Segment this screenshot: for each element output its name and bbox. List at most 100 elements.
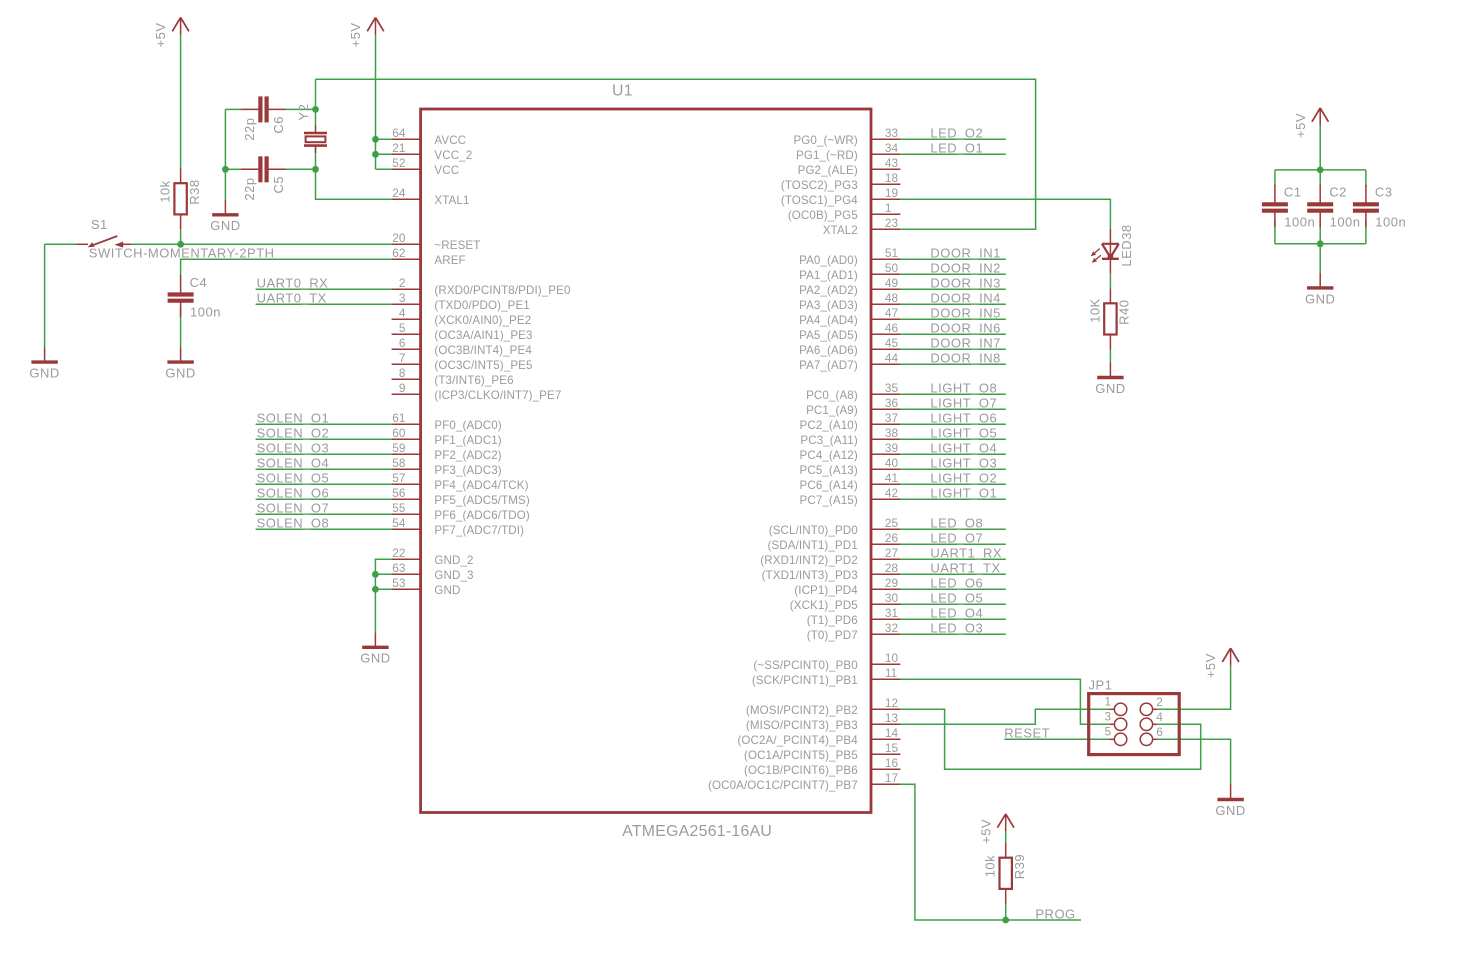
svg-text:41: 41	[885, 471, 898, 485]
svg-text:PA1_(AD1): PA1_(AD1)	[799, 269, 858, 282]
svg-text:(ICP1)_PD4: (ICP1)_PD4	[794, 584, 858, 597]
svg-text:(OC0A/OC1C/PCINT7)_PB7: (OC0A/OC1C/PCINT7)_PB7	[708, 779, 858, 792]
svg-text:49: 49	[885, 276, 898, 290]
svg-text:LIGHT_O6: LIGHT_O6	[930, 411, 997, 426]
svg-text:29: 29	[885, 576, 898, 590]
svg-text:6: 6	[1156, 725, 1163, 739]
svg-text:SOLEN_O3: SOLEN_O3	[257, 441, 330, 456]
svg-text:LIGHT_O2: LIGHT_O2	[930, 471, 997, 486]
svg-text:PC1_(A9): PC1_(A9)	[806, 404, 858, 417]
svg-text:(SCL/INT0)_PD0: (SCL/INT0)_PD0	[769, 524, 858, 537]
svg-text:40: 40	[885, 456, 899, 470]
svg-text:UART1_RX: UART1_RX	[930, 546, 1002, 561]
svg-text:23: 23	[885, 216, 899, 230]
svg-text:47: 47	[885, 306, 898, 320]
svg-text:GND: GND	[434, 584, 460, 597]
svg-text:32: 32	[885, 621, 898, 635]
svg-text:2: 2	[399, 276, 406, 290]
svg-text:PC3_(A11): PC3_(A11)	[800, 434, 857, 447]
svg-text:13: 13	[885, 711, 899, 725]
svg-text:R40: R40	[1117, 300, 1132, 325]
svg-text:53: 53	[392, 576, 406, 590]
svg-text:DOOR_IN7: DOOR_IN7	[930, 336, 1000, 351]
svg-text:SOLEN_O5: SOLEN_O5	[257, 471, 330, 486]
svg-text:(RXD0/PCINT8/PDI)_PE0: (RXD0/PCINT8/PDI)_PE0	[434, 284, 570, 297]
svg-text:10k: 10k	[158, 180, 173, 202]
svg-text:54: 54	[392, 516, 406, 530]
svg-text:LED_O3: LED_O3	[930, 621, 983, 636]
svg-text:21: 21	[392, 141, 405, 155]
svg-text:100n: 100n	[1375, 215, 1406, 230]
svg-text:VCC_2: VCC_2	[434, 149, 472, 162]
svg-text:LED_O7: LED_O7	[930, 531, 983, 546]
svg-text:42: 42	[885, 486, 898, 500]
svg-text:PF5_(ADC5/TMS): PF5_(ADC5/TMS)	[434, 494, 529, 507]
svg-text:4: 4	[1156, 710, 1163, 724]
svg-text:100n: 100n	[1284, 215, 1315, 230]
svg-text:(~SS/PCINT0)_PB0: (~SS/PCINT0)_PB0	[753, 659, 857, 672]
svg-text:(TXD1/INT3)_PD3: (TXD1/INT3)_PD3	[762, 569, 858, 582]
svg-text:60: 60	[392, 426, 406, 440]
svg-text:17: 17	[885, 771, 898, 785]
svg-text:JP1: JP1	[1089, 677, 1113, 692]
svg-text:44: 44	[885, 351, 899, 365]
svg-text:LED38: LED38	[1119, 224, 1134, 266]
svg-text:(OC0B)_PG5: (OC0B)_PG5	[788, 209, 858, 222]
svg-text:DOOR_IN2: DOOR_IN2	[930, 261, 1000, 276]
svg-text:C3: C3	[1375, 185, 1393, 200]
svg-text:30: 30	[885, 591, 899, 605]
svg-text:45: 45	[885, 336, 899, 350]
svg-text:SOLEN_O6: SOLEN_O6	[257, 486, 330, 501]
svg-text:(OC3A/AIN1)_PE3: (OC3A/AIN1)_PE3	[434, 329, 532, 342]
svg-text:(T1)_PD6: (T1)_PD6	[807, 614, 858, 627]
svg-text:(OC3C/INT5)_PE5: (OC3C/INT5)_PE5	[434, 359, 532, 372]
svg-text:26: 26	[885, 531, 899, 545]
svg-text:9: 9	[399, 381, 406, 395]
svg-text:22: 22	[392, 546, 405, 560]
svg-text:UART1_TX: UART1_TX	[930, 561, 1000, 576]
svg-text:(T0)_PD7: (T0)_PD7	[807, 629, 858, 642]
svg-text:GND: GND	[1215, 803, 1245, 818]
svg-text:(TXD0/PDO)_PE1: (TXD0/PDO)_PE1	[434, 299, 529, 312]
svg-text:PC0_(A8): PC0_(A8)	[806, 389, 858, 402]
svg-text:SOLEN_O2: SOLEN_O2	[257, 426, 330, 441]
svg-text:(SDA/INT1)_PD1: (SDA/INT1)_PD1	[767, 539, 857, 552]
svg-text:62: 62	[392, 246, 405, 260]
svg-text:38: 38	[885, 426, 899, 440]
svg-text:31: 31	[885, 606, 898, 620]
svg-text:(OC1A/PCINT5)_PB5: (OC1A/PCINT5)_PB5	[744, 749, 858, 762]
svg-text:DOOR_IN1: DOOR_IN1	[930, 246, 1000, 261]
svg-text:(T3/INT6)_PE6: (T3/INT6)_PE6	[434, 374, 513, 387]
svg-text:C1: C1	[1284, 185, 1302, 200]
svg-text:C6: C6	[271, 116, 286, 134]
svg-text:14: 14	[885, 726, 899, 740]
svg-text:R38: R38	[187, 179, 202, 204]
svg-text:+5V: +5V	[348, 23, 363, 48]
svg-text:PF6_(ADC6/TDO): PF6_(ADC6/TDO)	[434, 509, 529, 522]
svg-text:61: 61	[392, 411, 405, 425]
svg-text:SOLEN_O1: SOLEN_O1	[257, 411, 330, 426]
svg-text:+5V: +5V	[153, 23, 168, 48]
svg-text:(XCK0/AIN0)_PE2: (XCK0/AIN0)_PE2	[434, 314, 531, 327]
svg-text:VCC: VCC	[434, 164, 459, 177]
svg-text:U1: U1	[612, 83, 633, 100]
svg-text:8: 8	[399, 366, 406, 380]
svg-text:PF4_(ADC4/TCK): PF4_(ADC4/TCK)	[434, 479, 528, 492]
svg-text:LED_O6: LED_O6	[930, 576, 983, 591]
svg-text:LIGHT_O7: LIGHT_O7	[930, 396, 997, 411]
svg-text:(OC1B/PCINT6)_PB6: (OC1B/PCINT6)_PB6	[744, 764, 858, 777]
svg-text:(ICP3/CLKO/INT7)_PE7: (ICP3/CLKO/INT7)_PE7	[434, 389, 561, 402]
svg-text:PC4_(A12): PC4_(A12)	[800, 449, 858, 462]
svg-text:GND: GND	[165, 366, 195, 381]
svg-text:22p: 22p	[242, 177, 257, 200]
svg-text:4: 4	[399, 306, 406, 320]
svg-text:~RESET: ~RESET	[434, 239, 480, 252]
svg-text:43: 43	[885, 156, 899, 170]
svg-text:(XCK1)_PD5: (XCK1)_PD5	[790, 599, 858, 612]
svg-text:PF2_(ADC2): PF2_(ADC2)	[434, 449, 501, 462]
svg-text:LED_O4: LED_O4	[930, 606, 983, 621]
svg-text:PA2_(AD2): PA2_(AD2)	[799, 284, 858, 297]
svg-text:DOOR_IN8: DOOR_IN8	[930, 351, 1000, 366]
svg-text:50: 50	[885, 261, 899, 275]
svg-text:57: 57	[392, 471, 405, 485]
